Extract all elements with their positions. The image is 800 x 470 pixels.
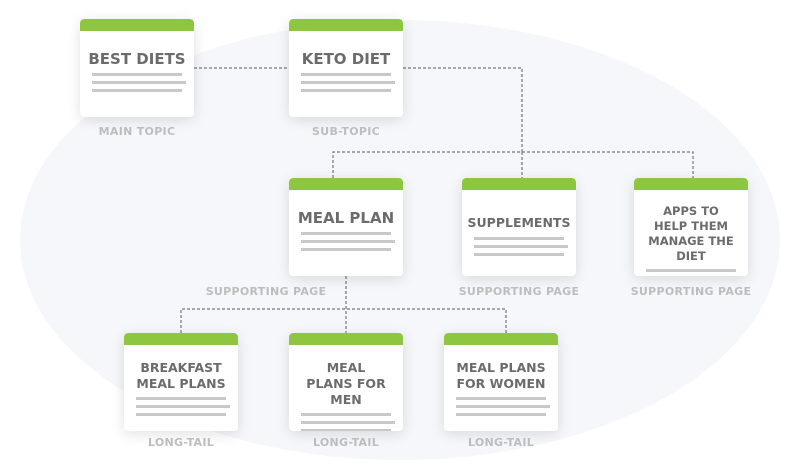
node-title: MEAL PLAN: [297, 209, 395, 227]
node-label: LONG-TAIL: [312, 436, 380, 449]
node-label: LONG-TAIL: [147, 436, 215, 449]
node-label: MAIN TOPIC: [98, 125, 176, 138]
node-keto-diet: KETO DIET: [289, 19, 403, 117]
node-meal-plans-women: MEAL PLANS FOR WOMEN: [444, 333, 558, 431]
node-title: BREAKFAST MEAL PLANS: [136, 360, 226, 391]
node-label: SUB-TOPIC: [312, 125, 380, 138]
node-title: KETO DIET: [301, 50, 391, 68]
node-apps: APPS TO HELP THEM MANAGE THE DIET: [634, 178, 748, 276]
node-label: SUPPORTING PAGE: [458, 285, 580, 298]
node-breakfast: BREAKFAST MEAL PLANS: [124, 333, 238, 431]
node-best-diets: BEST DIETS: [80, 19, 194, 117]
node-label: SUPPORTING PAGE: [205, 285, 327, 298]
node-meal-plans-men: MEAL PLANS FOR MEN: [289, 333, 403, 431]
edge-supporting-bus: [332, 151, 694, 178]
node-title: SUPPLEMENTS: [467, 215, 571, 230]
edge-mealplan-longtail: [180, 276, 507, 333]
node-title: MEAL PLANS FOR WOMEN: [456, 360, 546, 391]
node-label: LONG-TAIL: [467, 436, 535, 449]
node-label: SUPPORTING PAGE: [630, 285, 752, 298]
node-title: APPS TO HELP THEM MANAGE THE DIET: [648, 204, 734, 263]
node-supplements: SUPPLEMENTS: [462, 178, 576, 276]
node-title: MEAL PLANS FOR MEN: [306, 360, 386, 407]
node-title: BEST DIETS: [88, 50, 186, 68]
node-meal-plan: MEAL PLAN: [289, 178, 403, 276]
edge-keto-supporting: [403, 67, 523, 152]
